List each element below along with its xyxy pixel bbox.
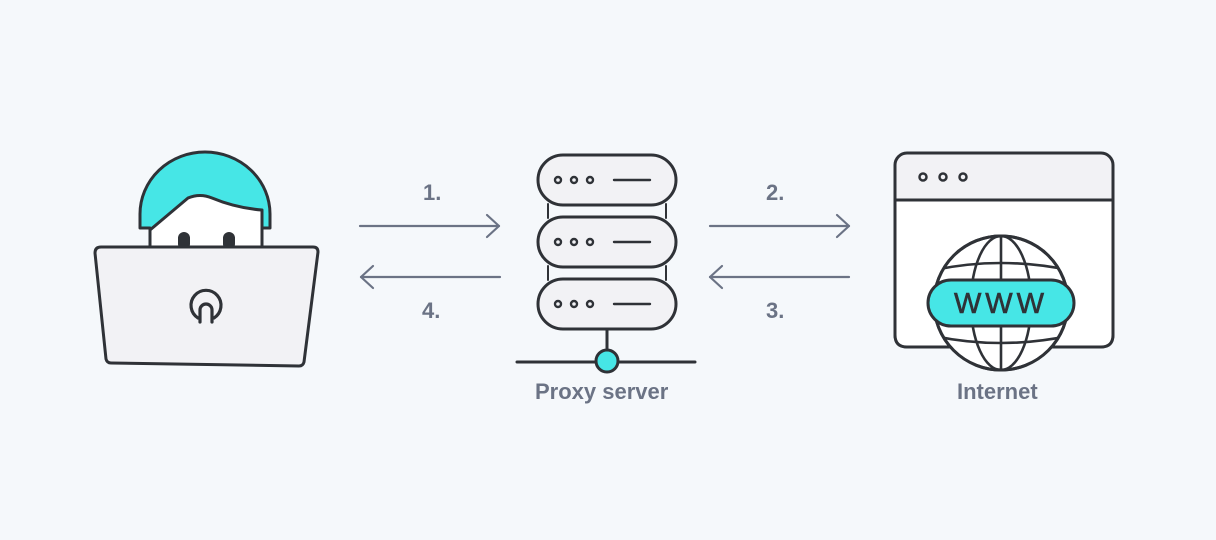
- proxy-server-caption: Proxy server: [535, 379, 669, 404]
- arrow-response-to-proxy: [708, 264, 851, 290]
- server-rack-icon: [515, 153, 697, 374]
- server-unit-1: [536, 153, 678, 207]
- arrow-response-to-user: [359, 264, 502, 290]
- user-hair: [138, 150, 272, 232]
- internet-caption: Internet: [957, 379, 1038, 404]
- arrow-request-to-proxy: [358, 213, 501, 239]
- laptop-lid: [93, 245, 320, 368]
- step-2-label: 2.: [766, 180, 785, 205]
- step-1-label: 1.: [423, 180, 442, 205]
- user-with-laptop-icon: [93, 150, 320, 368]
- server-unit-2: [536, 215, 678, 269]
- www-text: WWW: [954, 288, 1048, 320]
- server-unit-3: [536, 277, 678, 331]
- network-node: [594, 348, 620, 374]
- step-4-label: 4.: [422, 298, 441, 323]
- arrow-request-to-internet: [708, 213, 851, 239]
- laptop-logo-icon: [189, 288, 223, 324]
- step-3-label: 3.: [766, 298, 785, 323]
- browser-globe-icon: [893, 151, 1115, 372]
- www-pill: [926, 278, 1076, 328]
